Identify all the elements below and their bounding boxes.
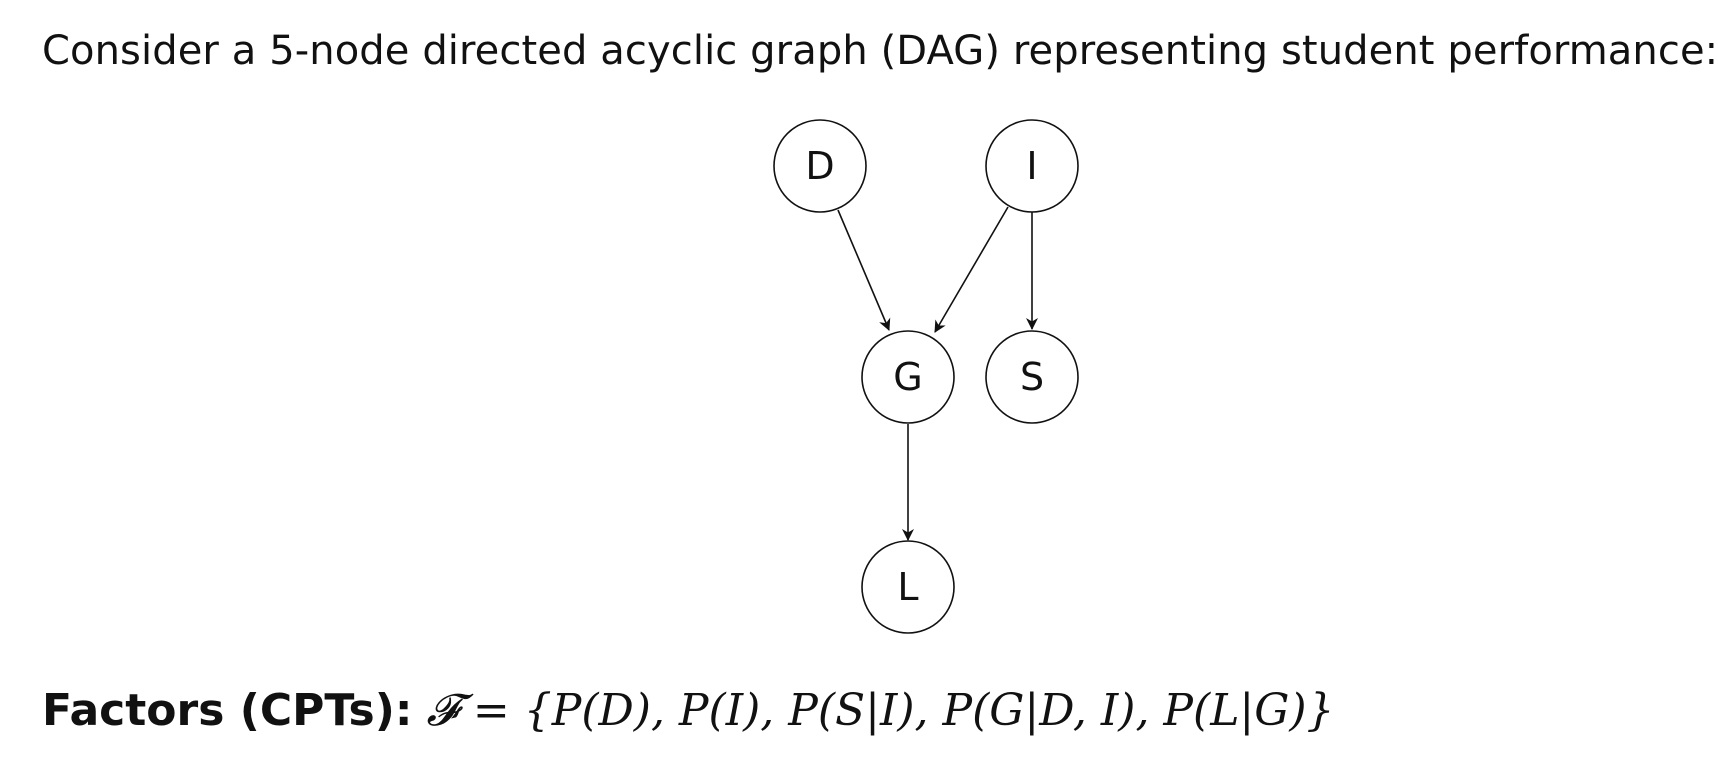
edge-d-to-g: [837, 209, 891, 331]
factors-label: Factors (CPTs):: [42, 685, 413, 736]
edge-i-to-g: [934, 206, 1009, 333]
node-g-label: G: [893, 355, 922, 399]
node-i-label: I: [1026, 144, 1037, 188]
node-s-label: S: [1020, 355, 1044, 399]
factors-formula: 𝓕 = {P(D), P(I), P(S|I), P(G|D, I), P(L|…: [426, 685, 1335, 736]
node-l: L: [861, 540, 955, 634]
intro-text: Consider a 5-node directed acyclic graph…: [42, 28, 1718, 74]
node-g: G: [861, 330, 955, 424]
node-l-label: L: [897, 565, 918, 609]
node-d-label: D: [805, 144, 834, 188]
factors-line: Factors (CPTs): 𝓕 = {P(D), P(I), P(S|I), …: [42, 682, 1335, 740]
node-d: D: [773, 119, 867, 213]
node-i: I: [985, 119, 1079, 213]
node-s: S: [985, 330, 1079, 424]
